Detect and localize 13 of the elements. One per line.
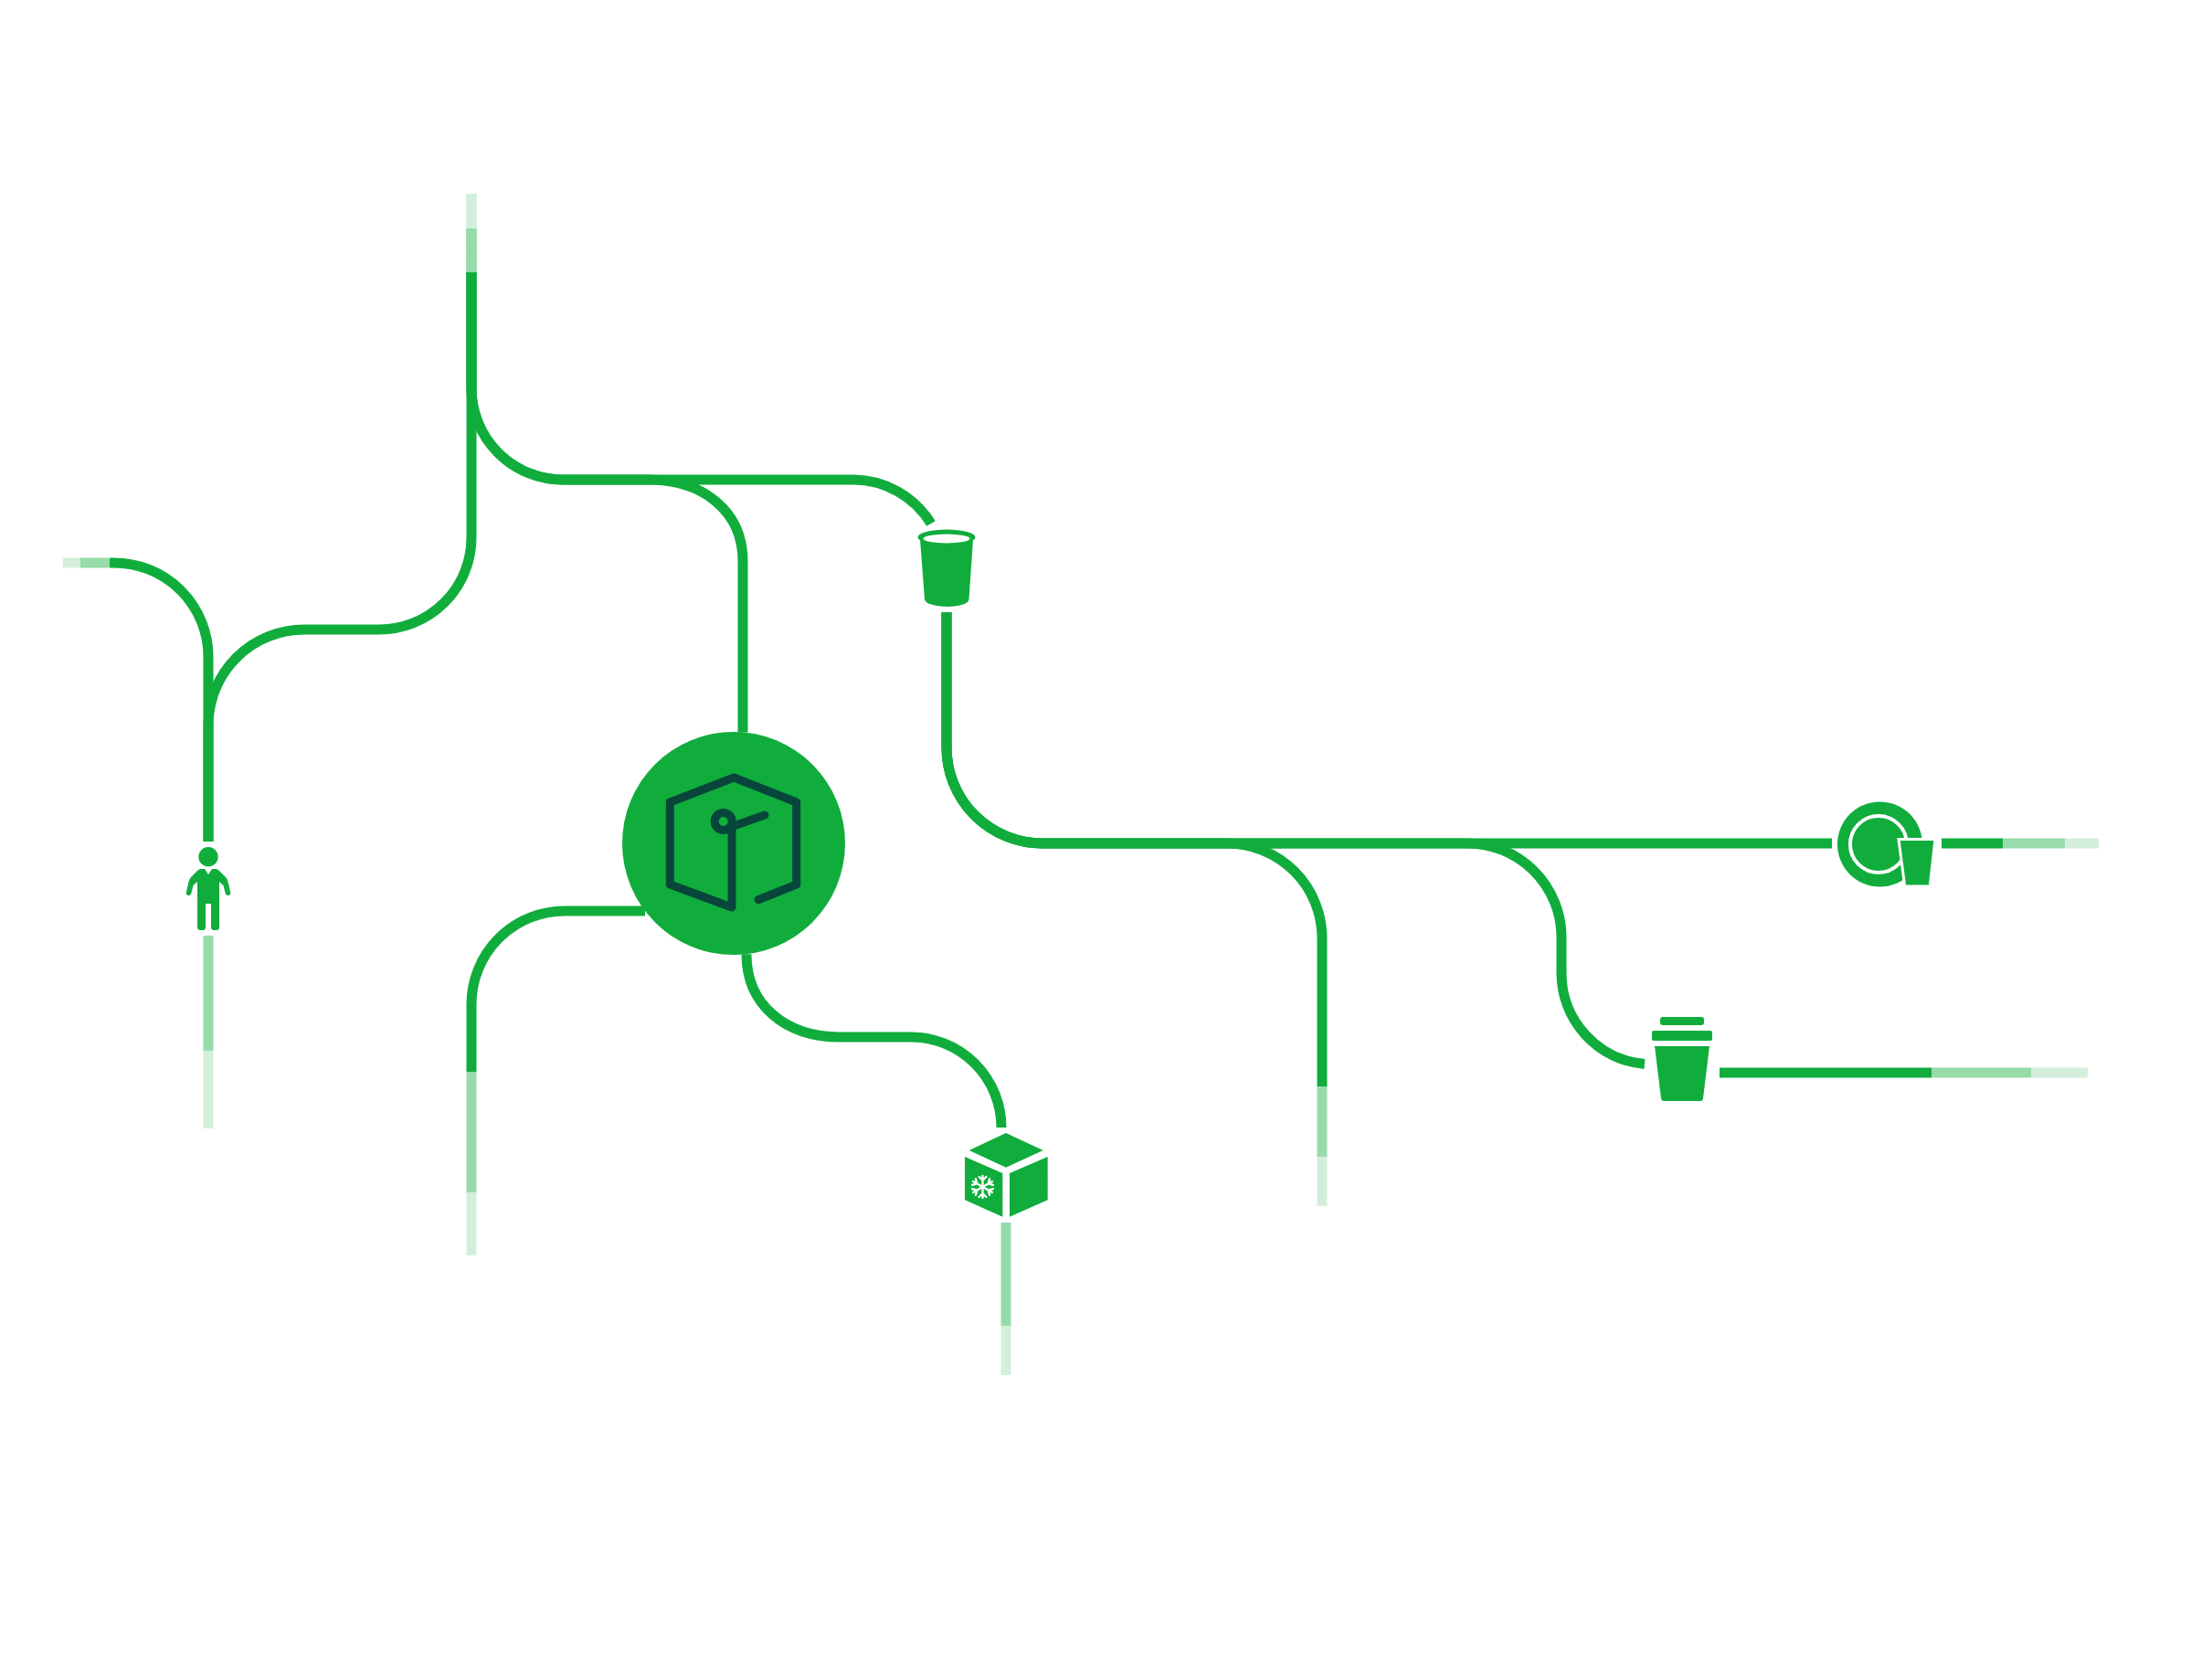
connector-line [63, 557, 214, 842]
connector-line [741, 953, 1007, 1128]
connector-line [466, 905, 645, 1255]
connector-line [1942, 838, 2099, 849]
snowflake-box-icon [965, 1133, 1048, 1217]
plate-and-cup-icon [1837, 801, 1936, 887]
connector-line [1720, 1067, 2088, 1078]
lidded-cup-icon [1650, 1016, 1714, 1102]
connector-line [1000, 1223, 1011, 1375]
connector-line [203, 936, 214, 1128]
cup-icon [917, 529, 976, 607]
person-icon [185, 847, 231, 930]
connector-line [941, 612, 1646, 1070]
